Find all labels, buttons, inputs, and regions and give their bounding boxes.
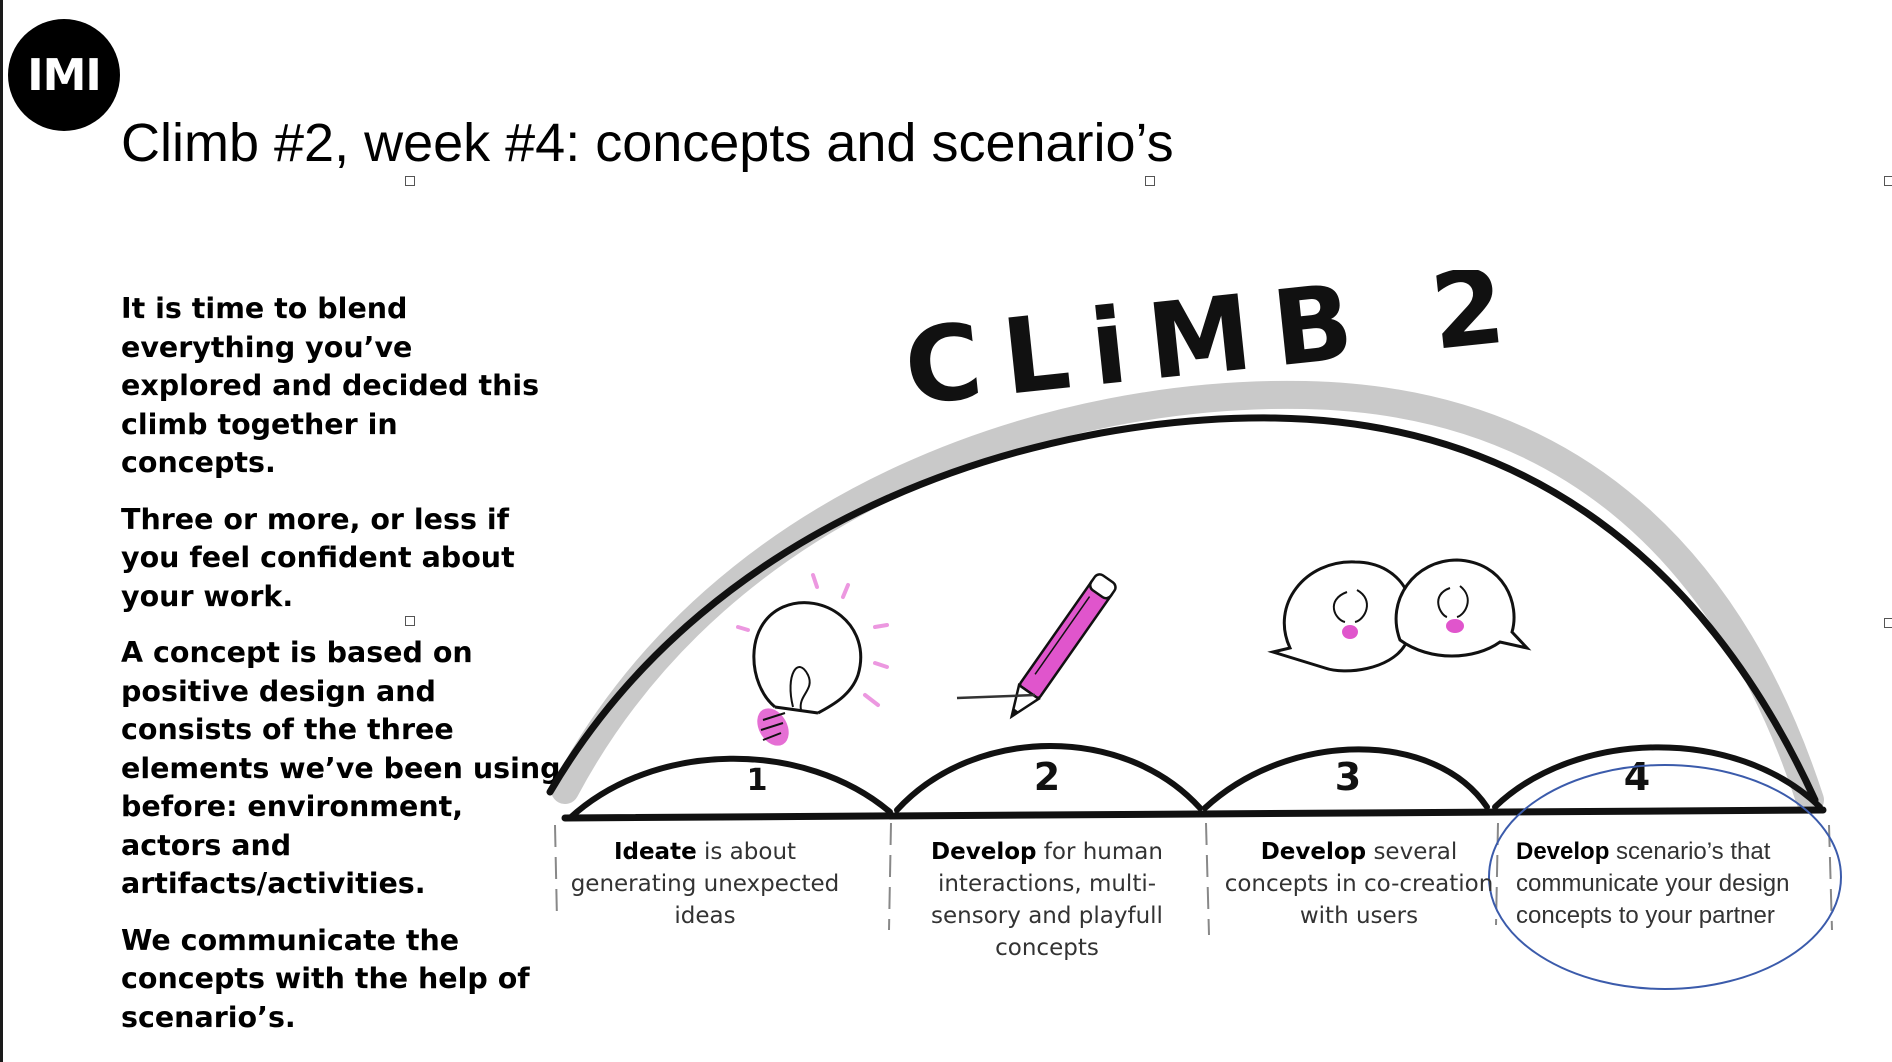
step-description: Ideate is about generating unexpected id… xyxy=(570,836,840,932)
main-arch xyxy=(546,414,1819,804)
step-number: 3 xyxy=(1335,755,1361,799)
step-description: Develop several concepts in co-creation … xyxy=(1220,836,1498,932)
separator-tick xyxy=(1205,822,1210,936)
body-text-box[interactable]: It is time to blend everything you’ve ex… xyxy=(121,290,561,1055)
lightbulb-icon xyxy=(736,573,889,746)
step-number: 4 xyxy=(1624,755,1650,799)
body-paragraph: It is time to blend everything you’ve ex… xyxy=(121,292,540,479)
step-arch-1 xyxy=(567,755,893,821)
logo-text: IMI xyxy=(27,49,102,101)
step-bold: Develop xyxy=(931,839,1037,865)
speech-bubbles-icon xyxy=(1267,558,1532,673)
body-paragraph: We communicate the concepts with the hel… xyxy=(121,923,530,1034)
step-bold: Develop xyxy=(1516,838,1610,865)
separator-tick xyxy=(1828,824,1833,931)
step-arch-4 xyxy=(1492,744,1823,810)
step-bold: Ideate xyxy=(613,839,697,865)
selection-handle[interactable] xyxy=(1884,618,1892,628)
climb-diagram-drawing: CLiMB 2 1 2 3 4 xyxy=(546,270,1842,990)
slide-title[interactable]: Climb #2, week #4: concepts and scenario… xyxy=(121,113,1174,173)
step-description: Develop scenario’s that communicate your… xyxy=(1516,836,1816,932)
slide-left-border xyxy=(0,0,3,1062)
selection-handle[interactable] xyxy=(1145,176,1155,186)
step-arch-2 xyxy=(894,743,1203,813)
step-rest: for human interactions, multi-sensory an… xyxy=(931,839,1163,961)
climb-diagram: CLiMB 2 1 2 3 4 xyxy=(545,270,1845,990)
step-description: Develop for human interactions, multi-se… xyxy=(897,836,1197,964)
selection-handle[interactable] xyxy=(405,176,415,186)
baseline xyxy=(561,806,1827,822)
body-paragraph: Three or more, or less if you feel confi… xyxy=(121,502,515,613)
pencil-icon xyxy=(1009,573,1117,720)
step-number: 1 xyxy=(747,763,768,798)
selection-handle[interactable] xyxy=(405,616,415,626)
step-number: 2 xyxy=(1034,755,1060,799)
pencil-line xyxy=(956,693,1036,700)
main-arch-shadow xyxy=(551,380,1824,814)
selection-handle[interactable] xyxy=(1884,176,1892,186)
separator-tick xyxy=(888,822,892,931)
separator-tick xyxy=(554,824,558,921)
body-paragraph: A concept is based on positive design an… xyxy=(121,636,561,900)
step-rest: several concepts in co-creation with use… xyxy=(1224,839,1494,929)
step-rest: scenario’s that communicate your design … xyxy=(1516,838,1790,929)
step-arch-3 xyxy=(1202,746,1490,811)
imi-logo: IMI xyxy=(8,19,120,131)
step-rest: is about generating unexpected ideas xyxy=(570,839,840,929)
step-4-highlight-circle xyxy=(1488,764,1842,990)
step-bold: Develop xyxy=(1260,839,1367,865)
